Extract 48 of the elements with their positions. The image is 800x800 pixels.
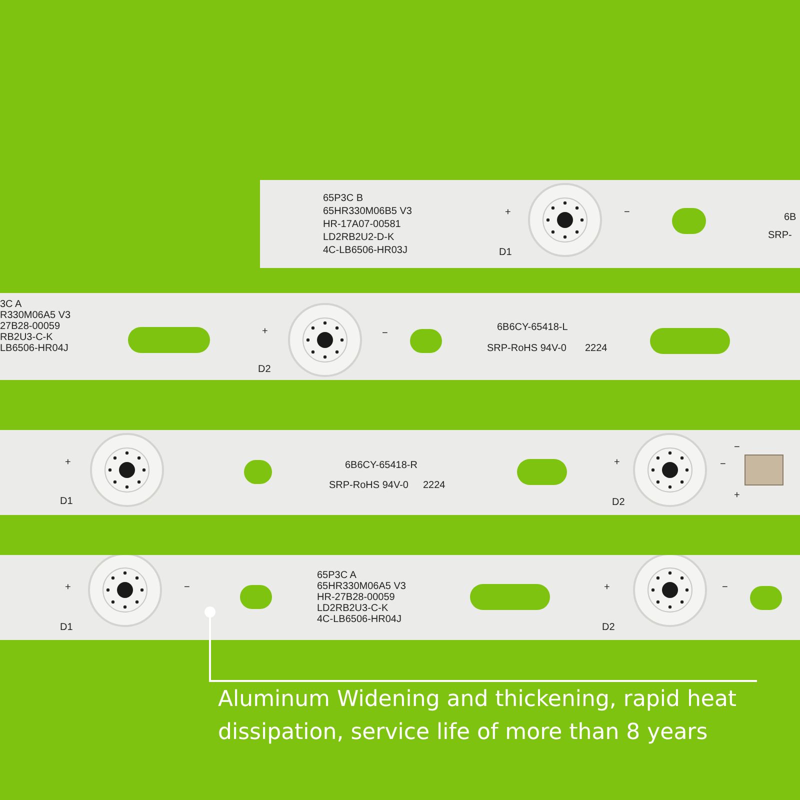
printed-part-code: HR-17A07-00581	[323, 219, 401, 230]
printed-part-code: SRP-RoHS 94V-0	[329, 480, 408, 491]
leader-line	[204, 606, 757, 682]
polarity-mark: D1	[60, 496, 73, 507]
printed-part-code: 6B6CY-65418-R	[345, 460, 418, 471]
printed-part-code: 65P3C B	[323, 193, 364, 204]
printed-part-code: 65HR330M06B5 V3	[323, 206, 412, 217]
polarity-mark: D1	[60, 622, 73, 633]
printed-part-code: 6B6CY-65418-L	[497, 322, 568, 333]
polarity-mark: −	[720, 459, 726, 470]
polarity-mark: +	[65, 582, 71, 593]
printed-part-code: LD2RB2U2-D-K	[323, 232, 394, 243]
printed-part-code: 2224	[423, 480, 446, 491]
polarity-mark: −	[184, 582, 190, 593]
printed-part-code: R330M06A5 V3	[0, 310, 71, 321]
printed-part-code: 65HR330M06A5 V3	[317, 581, 406, 592]
printed-part-code: LB6506-HR04J	[0, 343, 68, 354]
feature-caption: Aluminum Widening and thickening, rapid heat dissipation, service life of more than 8 years	[218, 683, 763, 753]
printed-part-code: 3C A	[0, 299, 22, 310]
printed-part-code: 27B28-00059	[0, 321, 60, 332]
polarity-mark: +	[604, 582, 610, 593]
printed-part-code: SRP-RoHS 94V-0	[487, 343, 566, 354]
polarity-mark: D1	[499, 247, 512, 258]
polarity-mark: −	[624, 207, 630, 218]
printed-part-code: 4C-LB6506-HR04J	[317, 614, 402, 625]
polarity-mark: 6B	[784, 212, 796, 223]
printed-part-code: LD2RB2U3-C-K	[317, 603, 388, 614]
polarity-mark: −	[734, 442, 740, 453]
polarity-mark: −	[722, 582, 728, 593]
polarity-mark: +	[614, 457, 620, 468]
led-strip	[0, 555, 800, 640]
polarity-mark: D2	[602, 622, 615, 633]
polarity-mark: D2	[258, 364, 271, 375]
printed-part-code: SRP-	[768, 230, 792, 241]
polarity-mark: +	[505, 207, 511, 218]
printed-part-code: 65P3C A	[317, 570, 356, 581]
printed-part-code: RB2U3-C-K	[0, 332, 53, 343]
polarity-mark: −	[382, 328, 388, 339]
led-strip	[260, 180, 800, 268]
polarity-mark: +	[734, 490, 740, 501]
led-strip	[0, 293, 800, 380]
led-strip	[0, 430, 800, 515]
printed-part-code: HR-27B28-00059	[317, 592, 395, 603]
polarity-mark: +	[262, 326, 268, 337]
printed-part-code: 2224	[585, 343, 608, 354]
polarity-mark: +	[65, 457, 71, 468]
polarity-mark: D2	[612, 497, 625, 508]
printed-part-code: 4C-LB6506-HR03J	[323, 245, 408, 256]
